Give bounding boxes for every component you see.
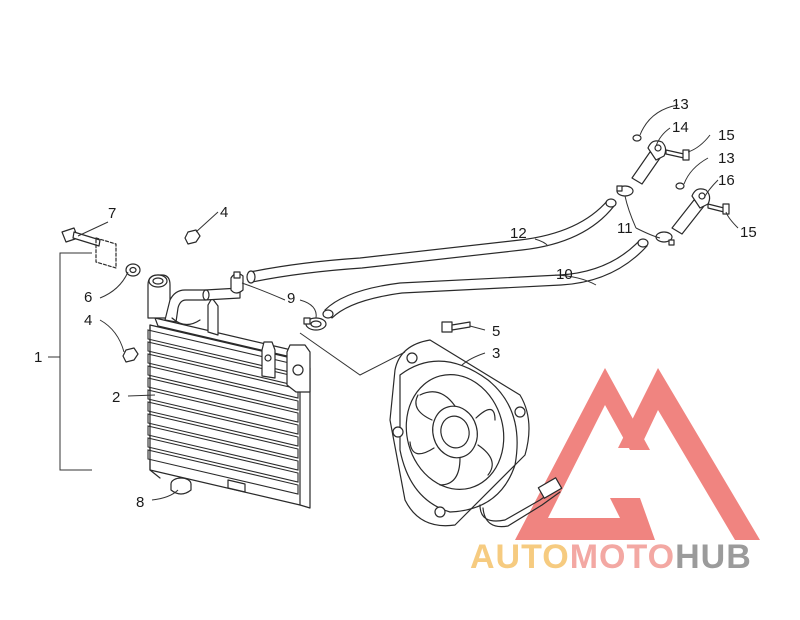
grommet-8 [170, 477, 192, 495]
bolt-15-lower [707, 203, 730, 215]
watermark-hub: HUB [675, 538, 752, 576]
bracket-plate [95, 237, 117, 269]
nut-4-upper [184, 229, 201, 245]
fitting-14 [631, 140, 667, 185]
cooler-outlet-pipe [164, 289, 206, 323]
o-ring-13-upper [632, 134, 642, 142]
callout-14: 14 [672, 119, 689, 136]
hose-clamp-11-lower [655, 231, 675, 246]
callout-3: 3 [492, 345, 500, 362]
logo-triangle-right [618, 368, 760, 540]
hose-clamp-11-upper [616, 185, 634, 197]
cooling-fan [389, 339, 563, 528]
fan-connector [537, 477, 563, 499]
hose-12 [246, 198, 617, 284]
callout-5: 5 [492, 323, 500, 340]
logo-inner-triangle [585, 430, 630, 478]
callout-12: 12 [510, 225, 527, 242]
bolt-7 [61, 227, 101, 247]
callout-15-upper: 15 [718, 127, 735, 144]
cooler-fins [147, 329, 299, 495]
callout-2: 2 [112, 389, 120, 406]
callout-11: 11 [617, 220, 633, 237]
logo-triangle-left [515, 368, 655, 540]
watermark-text: AUTOMOTOHUB [470, 538, 752, 576]
cooler-mount-tab-right [286, 344, 311, 393]
callout-15-lower: 15 [740, 224, 757, 241]
callout-4-upper: 4 [220, 204, 228, 221]
bolt-5 [441, 321, 471, 333]
callout-7: 7 [108, 205, 116, 222]
callout-13-upper: 13 [672, 96, 689, 113]
callout-4-lower: 4 [84, 312, 92, 329]
cooler-top-bracket [207, 297, 219, 336]
leader-lines [77, 104, 739, 501]
washer-6 [125, 263, 141, 277]
fan-blades [409, 391, 496, 486]
nut-4-lower [122, 347, 139, 363]
callout-8: 8 [136, 494, 144, 511]
fitting-16 [671, 188, 711, 235]
watermark-auto: AUTO [470, 538, 570, 576]
hose-clamp-9-upper [230, 271, 244, 294]
callout-9: 9 [287, 290, 295, 307]
callouts: 1 2 3 4 4 5 6 7 8 9 10 11 12 13 13 14 15… [34, 96, 757, 511]
assembly-bracket-1 [48, 252, 92, 471]
oil-cooler [147, 274, 311, 509]
cooler-bottom-foot [227, 479, 246, 493]
hose-clamp-9-lower [303, 317, 327, 331]
watermark-logo: AUTOMOTOHUB [470, 368, 760, 576]
callout-1: 1 [34, 349, 42, 366]
callout-13-lower: 13 [718, 150, 735, 167]
callout-6: 6 [84, 289, 92, 306]
hose-10 [322, 238, 649, 319]
bolt-15-upper [665, 149, 690, 161]
watermark-moto: MOTO [570, 538, 675, 576]
callout-10: 10 [556, 266, 573, 283]
callout-16: 16 [718, 172, 735, 189]
cooler-mount-tab-mid [261, 341, 276, 379]
o-ring-13-lower [675, 182, 685, 190]
